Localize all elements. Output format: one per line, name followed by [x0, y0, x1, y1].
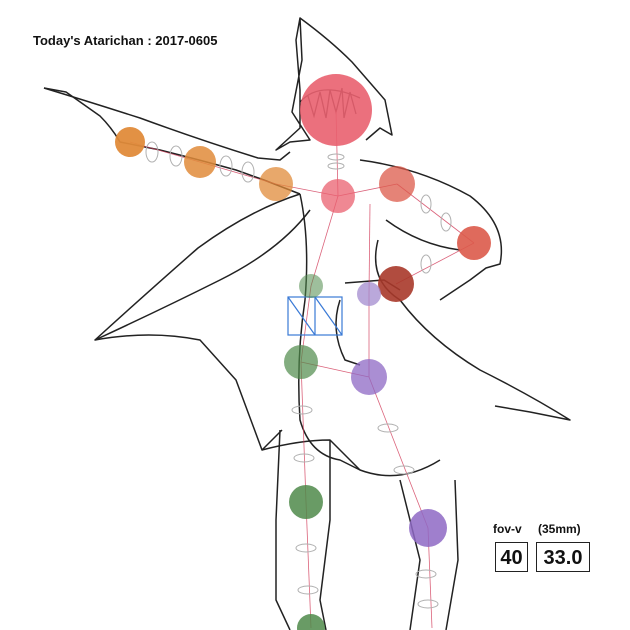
joint-right-knee[interactable] [409, 509, 447, 547]
joint-hip-center[interactable] [357, 282, 381, 306]
joint-left-hip[interactable] [284, 345, 318, 379]
joint-left-shoulder[interactable] [259, 167, 293, 201]
joint-right-hip[interactable] [351, 359, 387, 395]
joint-left-elbow[interactable] [184, 146, 216, 178]
fov-label: fov-v [493, 522, 522, 536]
focal-length-label: (35mm) [538, 522, 581, 536]
joint-right-shoulder[interactable] [379, 166, 415, 202]
focal-length-value-field[interactable]: 33.0 [536, 542, 590, 572]
joint-left-hand[interactable] [115, 127, 145, 157]
joint-left-knee[interactable] [289, 485, 323, 519]
joint-right-elbow[interactable] [457, 226, 491, 260]
joint-head[interactable] [300, 74, 372, 146]
rotation-rings [145, 141, 452, 609]
joint-chest[interactable] [299, 274, 323, 298]
joint-left-foot[interactable] [297, 614, 325, 630]
fov-value-field[interactable]: 40 [495, 542, 528, 572]
joint-neck[interactable] [321, 179, 355, 213]
selection-box[interactable] [287, 296, 343, 336]
character-outline [43, 17, 571, 630]
joint-handles[interactable] [115, 74, 491, 630]
page-title: Today's Atarichan : 2017-0605 [33, 33, 218, 48]
joint-right-hand[interactable] [378, 266, 414, 302]
